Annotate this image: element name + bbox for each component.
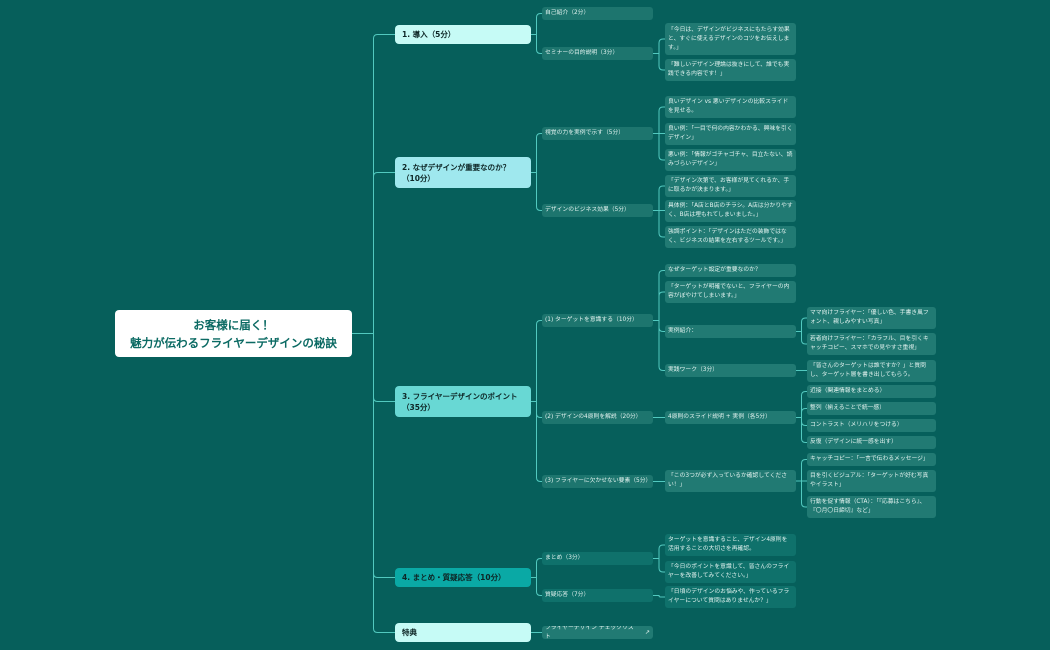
connector-line <box>352 34 395 334</box>
node-text[interactable]: 「デザイン次第で、お客様が見てくれるか、手に取るかが決まります。」 <box>665 175 796 197</box>
node-text[interactable]: キャッチコピー：「一言で伝わるメッセージ」 <box>807 453 936 466</box>
node-checklist-link[interactable]: フライヤーデザイン チェックリスト ↗ <box>542 626 653 639</box>
connector-line <box>796 391 807 418</box>
node-essential-elements[interactable]: (3) フライヤーに欠かせない要素（5分） <box>542 475 653 488</box>
node-business-effect[interactable]: デザインのビジネス効果（5分） <box>542 204 653 217</box>
node-alignment[interactable]: 整列（揃えることで統一感） <box>807 402 936 415</box>
section-node-summary-qa[interactable]: 4. まとめ・質疑応答（10分） <box>395 568 531 587</box>
connector-line <box>653 38 665 54</box>
checklist-label: フライヤーデザイン チェックリスト <box>545 626 634 639</box>
node-principles-slides[interactable]: 4原則のスライド説明 + 実例（各5分） <box>665 411 796 424</box>
root-node[interactable]: お客様に届く！ 魅力が伝わるフライヤーデザインの秘訣 <box>115 310 352 357</box>
section-node-bonus[interactable]: 特典 <box>395 623 531 642</box>
node-proximity[interactable]: 近接（関連情報をまとめる） <box>807 385 936 398</box>
node-self-intro[interactable]: 自己紹介（2分） <box>542 7 653 20</box>
connector-line <box>531 558 542 578</box>
section-node-flyer-points[interactable]: 3. フライヤーデザインのポイント（35分） <box>395 386 531 417</box>
node-text[interactable]: 良い例：「一目で何の内容かわかる、興味を引くデザイン」 <box>665 123 796 145</box>
root-title-line1: お客様に届く！ <box>193 317 274 332</box>
node-text[interactable]: 悪い例：「情報がゴチャゴチャ、目立たない、読みづらいデザイン」 <box>665 149 796 171</box>
node-text[interactable]: 「難しいデザイン理論は抜きにして、誰でも実践できる内容です！」 <box>665 59 796 81</box>
node-qa[interactable]: 質疑応答（7分） <box>542 589 653 602</box>
node-text[interactable]: 「ターゲットが明確でないと、フライヤーの内容がぼやけてしまいます。」 <box>665 281 796 303</box>
node-target[interactable]: (1) ターゲットを意識する（10分） <box>542 314 653 327</box>
node-text[interactable]: 良いデザイン vs 悪いデザインの比較スライドを見せる。 <box>665 96 796 118</box>
connector-line <box>796 417 807 443</box>
node-text[interactable]: 「この3つが必ず入っているか確認してください！」 <box>665 470 796 492</box>
connector-line <box>653 558 665 573</box>
node-text[interactable]: 若者向けフライヤー：「カラフル、目を引くキャッチコピー、スマホでの見やすさ重視」 <box>807 333 936 355</box>
connector-line <box>352 172 395 334</box>
connector-line <box>531 577 542 596</box>
node-text[interactable]: 「皆さんのターゲットは誰ですか？」と質問し、ターゲット層を書き出してもらう。 <box>807 360 936 382</box>
section-node-why-design[interactable]: 2. なぜデザインが重要なのか？（10分） <box>395 157 531 188</box>
node-text[interactable]: 行動を促す情報（CTA）：「『応募はこちら』、『〇月〇日締切』など」 <box>807 496 936 518</box>
node-practice-work[interactable]: 実践ワーク（3分） <box>665 364 796 377</box>
node-examples[interactable]: 実例紹介： <box>665 325 796 338</box>
connector-line <box>653 291 665 321</box>
connector-line <box>531 172 542 211</box>
connector-line <box>796 331 807 345</box>
connector-line <box>531 133 542 173</box>
node-visual-power[interactable]: 視覚の力を実例で示す（5分） <box>542 127 653 140</box>
connector-line <box>796 459 807 482</box>
node-seminar-purpose[interactable]: セミナーの目的説明（3分） <box>542 47 653 60</box>
root-title-line2: 魅力が伝わるフライヤーデザインの秘訣 <box>130 335 337 350</box>
connector-line <box>531 320 542 402</box>
connector-line <box>653 185 665 211</box>
node-text[interactable]: ターゲットを意識すること、デザイン4原則を活用することの大切さを再確認。 <box>665 534 796 556</box>
node-text[interactable]: 「今日のポイントを意識して、皆さんのフライヤーを改善してみてください。」 <box>665 561 796 583</box>
node-text[interactable]: 強調ポイント：「デザインはただの装飾ではなく、ビジネスの結果を左右するツールです… <box>665 226 796 248</box>
connector-line <box>796 317 807 332</box>
connector-line <box>531 13 542 35</box>
connector-line <box>653 270 665 321</box>
external-link-icon[interactable]: ↗ <box>644 629 650 636</box>
connector-line <box>653 595 665 598</box>
connector-line <box>653 53 665 71</box>
connector-line <box>653 544 665 559</box>
connector-line <box>796 408 807 418</box>
connector-line <box>531 401 542 482</box>
connector-line <box>531 34 542 54</box>
node-text[interactable]: 「今日は、デザインがビジネスにもたらす効果と、すぐに使えるデザインのコツをお伝え… <box>665 23 796 55</box>
node-contrast[interactable]: コントラスト（メリハリをつける） <box>807 419 936 432</box>
connector-line <box>352 333 395 633</box>
node-text[interactable]: なぜターゲット設定が重要なのか？ <box>665 264 796 277</box>
node-text[interactable]: ママ向けフライヤー：「優しい色、手書き風フォント、親しみやすい写真」 <box>807 307 936 329</box>
node-text[interactable]: 「日頃のデザインのお悩みや、作っているフライヤーについて質問はありませんか？」 <box>665 586 796 608</box>
connector-line <box>653 210 665 238</box>
node-four-principles[interactable]: (2) デザインの4原則を解説（20分） <box>542 411 653 424</box>
node-repetition[interactable]: 反復（デザインに統一感を出す） <box>807 436 936 449</box>
node-summary[interactable]: まとめ（3分） <box>542 552 653 565</box>
node-text[interactable]: 目を引くビジュアル：「ターゲットが好む写真やイラスト」 <box>807 470 936 492</box>
connector-line <box>653 320 665 371</box>
node-text[interactable]: 具体例：「A店とB店のチラシ。A店は分かりやすく、B店は埋もれてしまいました。」 <box>665 200 796 222</box>
connector-line <box>653 106 665 134</box>
connector-line <box>796 480 807 508</box>
connector-line <box>653 133 665 161</box>
section-node-intro[interactable]: 1. 導入（5分） <box>395 25 531 44</box>
